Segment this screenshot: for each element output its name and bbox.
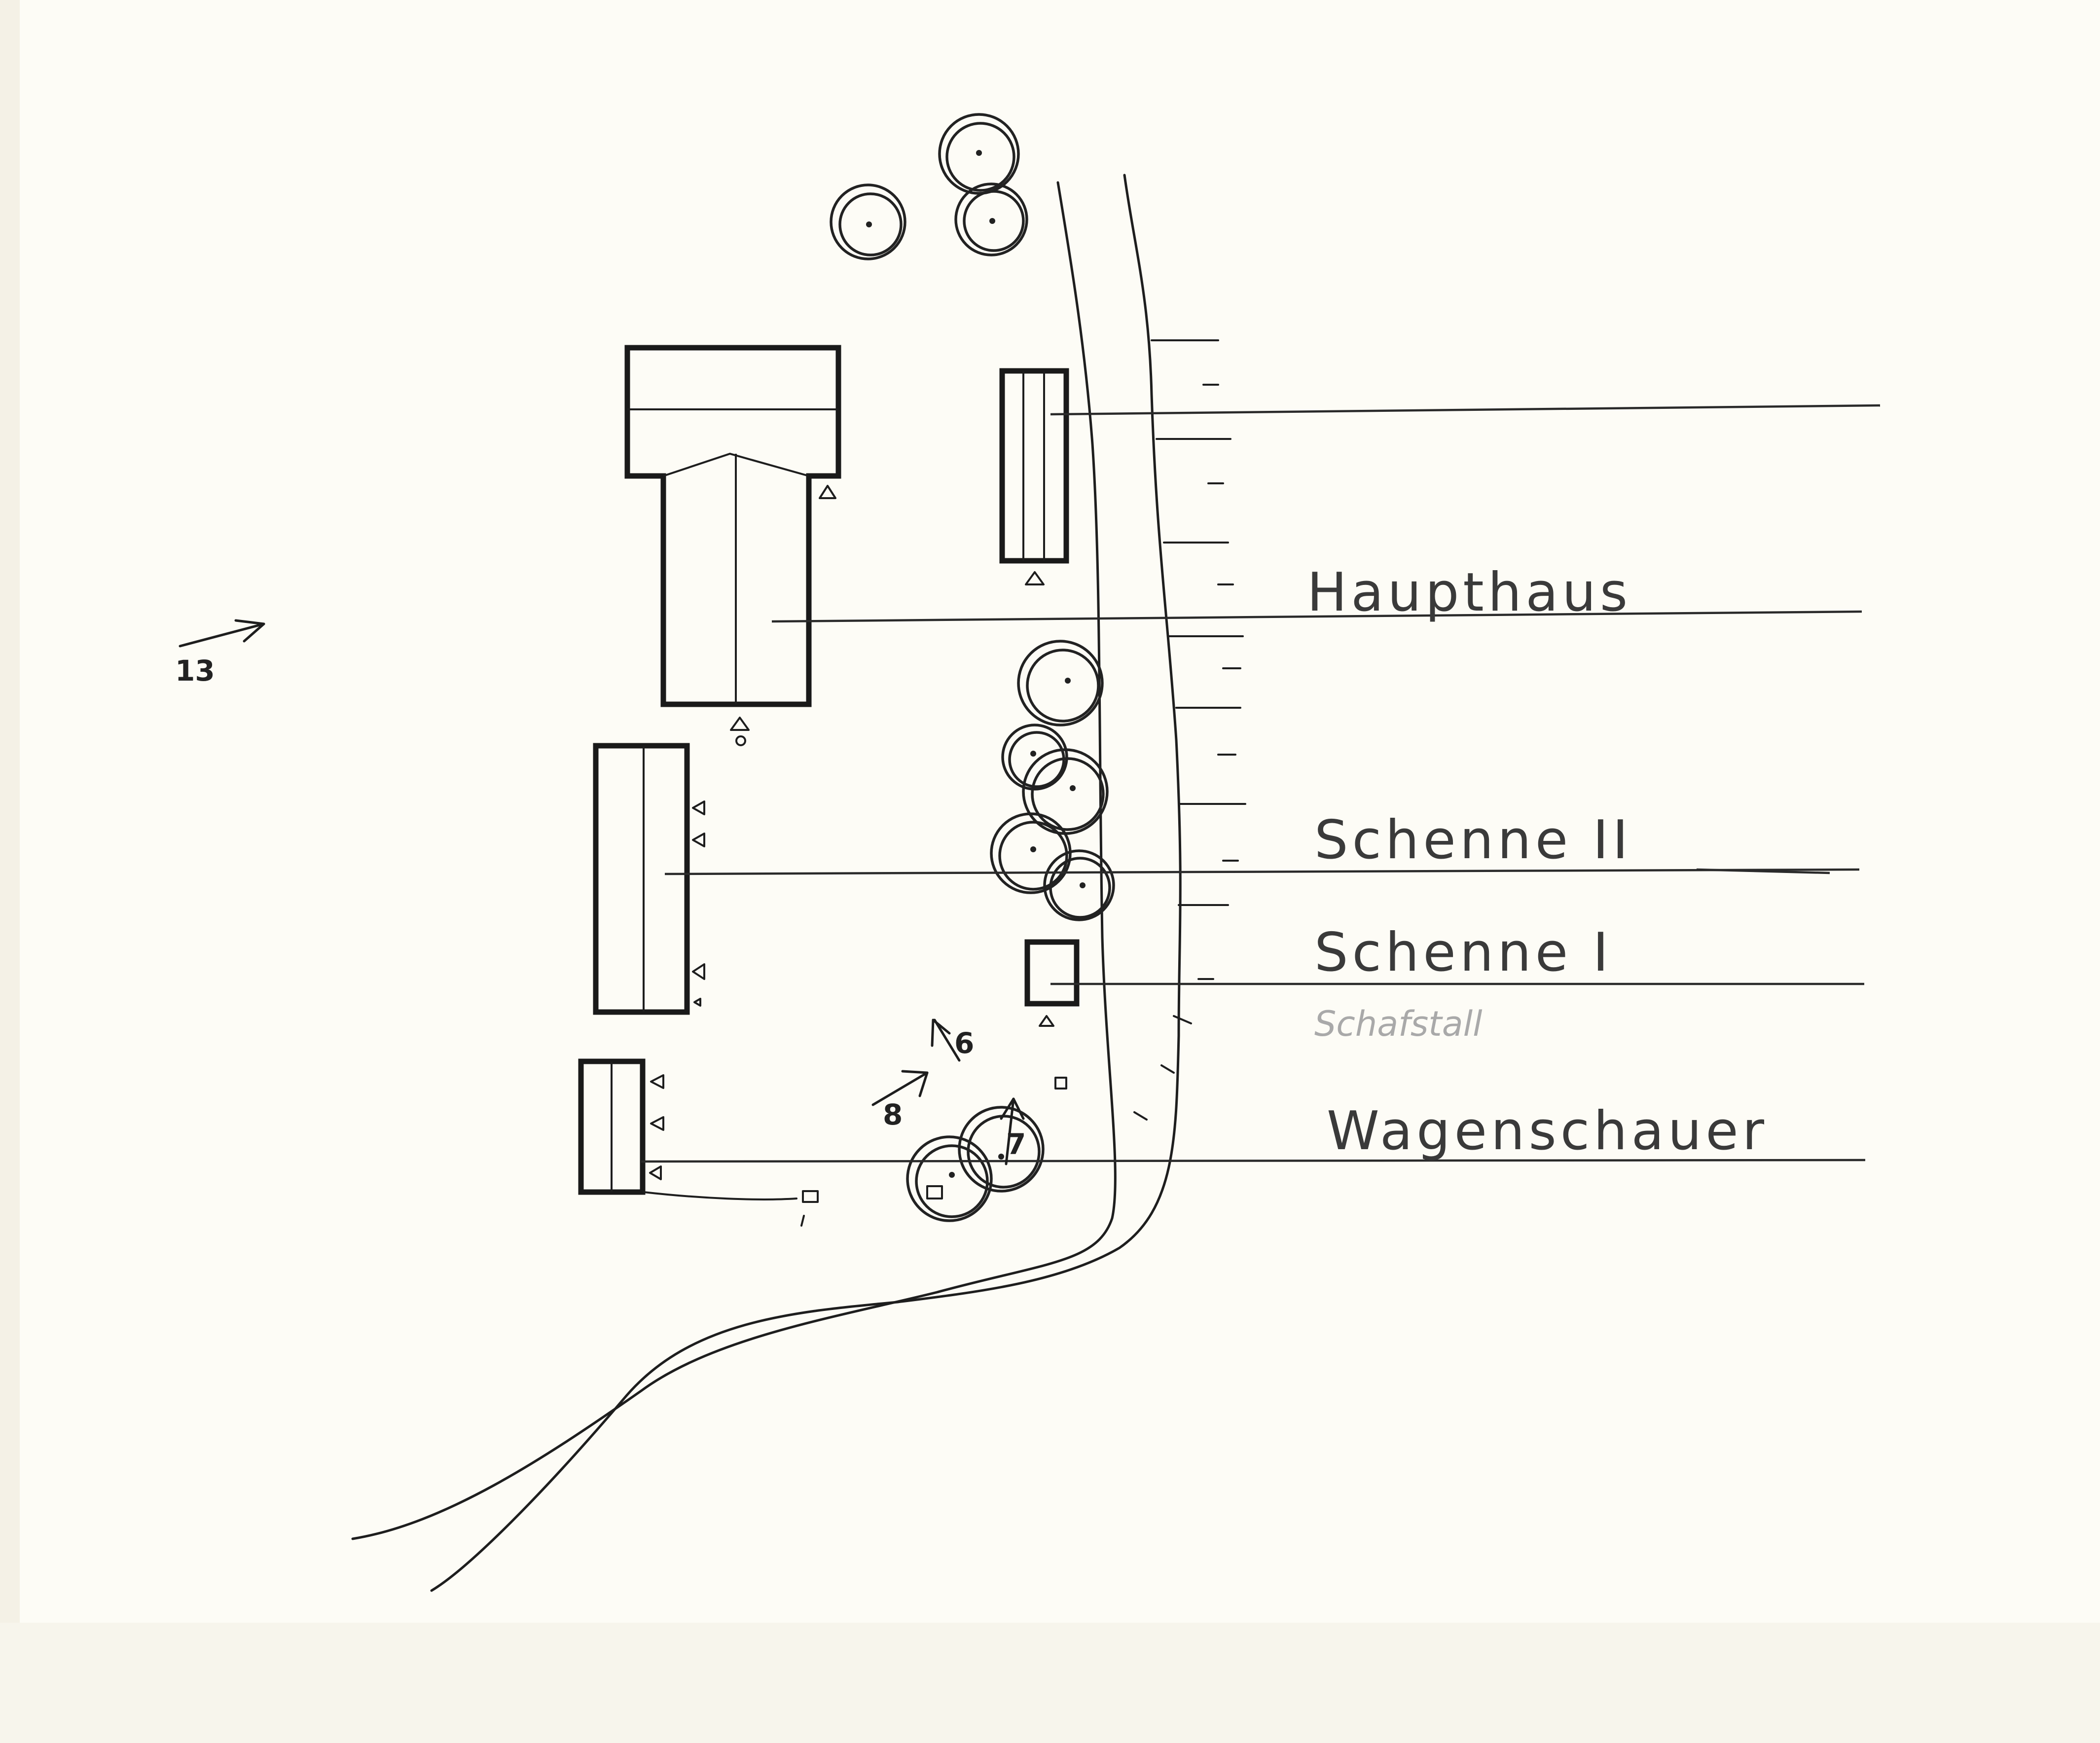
label-wagenschauer: Wagenschauer — [1327, 1100, 1768, 1162]
tree — [906, 1135, 993, 1222]
label-schenne-i: Schenne I — [1314, 922, 1612, 983]
label-haupthaus: Haupthaus — [1307, 562, 1631, 623]
viewpoint-13: 13 — [175, 619, 265, 688]
footpath — [643, 1191, 797, 1200]
tree — [954, 182, 1028, 256]
viewpoint-8-label: 8 — [883, 1098, 903, 1131]
schenne-i-building — [1024, 939, 1080, 1007]
building-near-road — [999, 368, 1069, 564]
road-hatching — [1133, 339, 1246, 1121]
tree — [1043, 849, 1115, 921]
viewpoint-6-label: 6 — [954, 1026, 974, 1060]
label-schenne-i-note: Schafstall — [1314, 1004, 1483, 1044]
viewpoint-8: 8 — [871, 1070, 929, 1131]
schenne-ii-building — [593, 743, 690, 1015]
road-edge-left — [351, 181, 1117, 1540]
road-edge-right — [430, 174, 1182, 1592]
tree — [1017, 640, 1104, 726]
viewpoint-7: 7 — [1000, 1097, 1026, 1165]
leader-lines — [641, 404, 1881, 1163]
entrance-markers — [649, 485, 1067, 1203]
wagenschauer-building — [578, 1058, 646, 1195]
viewpoint-13-label: 13 — [175, 654, 215, 688]
tree — [938, 113, 1020, 195]
viewpoint-6: 6 — [931, 1018, 974, 1062]
haupthaus-building — [624, 345, 841, 707]
viewpoint-7-label: 7 — [1006, 1127, 1026, 1161]
label-schenne-ii: Schenne II — [1314, 809, 1632, 871]
tree — [830, 183, 906, 260]
